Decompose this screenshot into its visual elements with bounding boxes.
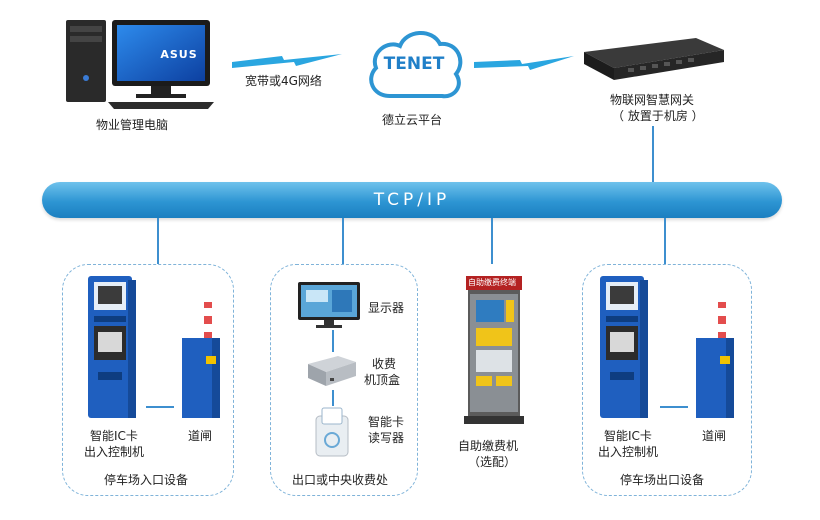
property-management-pc: ASUS <box>66 18 216 110</box>
gateway-device-icon <box>584 38 724 80</box>
pc-brand: ASUS <box>160 48 198 61</box>
card-reader-label-2: 读写器 <box>368 431 405 445</box>
exit-dash-connector <box>660 406 688 408</box>
ic-card-controller-icon <box>88 276 136 418</box>
set-top-box-label-1: 收费 <box>372 357 397 371</box>
computer-icon <box>66 20 214 109</box>
entrance-dash-connector <box>146 406 174 408</box>
card-reader-icon <box>315 407 349 457</box>
exit-controller-label-1: 智能IC卡 <box>604 429 652 443</box>
exit-connector <box>664 218 666 264</box>
cloud-platform-label: 德立云平台 <box>382 113 443 127</box>
set-top-box-icon <box>308 356 356 386</box>
cloud-icon <box>369 31 463 99</box>
kiosk-connector <box>491 218 493 264</box>
tcp-ip-bus: TCP/IP <box>42 182 782 218</box>
entrance-controller-label-1: 智能IC卡 <box>90 429 138 443</box>
monitor-box-connector <box>332 330 334 352</box>
monitor-icon <box>298 282 360 328</box>
self-service-kiosk-icon <box>464 276 524 424</box>
kiosk-sign: 自助缴费终端 <box>468 278 516 287</box>
cloud-logo-text: TENET <box>383 54 445 74</box>
ic-card-controller-icon <box>600 276 648 418</box>
gateway-label-2: （ 放置于机房 ） <box>612 109 704 123</box>
set-top-box-label-2: 机顶盒 <box>364 373 401 387</box>
entrance-connector <box>157 218 159 264</box>
exit-controller-label-2: 出入控制机 <box>598 445 659 459</box>
kiosk-label-2: （选配） <box>468 455 517 469</box>
wireless-link-icon-left <box>232 54 342 68</box>
card-reader-label-1: 智能卡 <box>368 415 405 429</box>
pc-label: 物业管理电脑 <box>96 118 169 132</box>
entrance-group-label: 停车场入口设备 <box>104 473 189 487</box>
gateway-label-1: 物联网智慧网关 <box>610 93 695 107</box>
wireless-link-icon-right <box>474 56 574 70</box>
central-group-label: 出口或中央收费处 <box>292 473 389 487</box>
entrance-controller-label-2: 出入控制机 <box>84 445 145 459</box>
entrance-barrier-label: 道闸 <box>188 429 213 443</box>
kiosk-label-1: 自助缴费机 <box>458 439 519 453</box>
central-payment-group <box>270 264 418 496</box>
exit-group-label: 停车场出口设备 <box>620 473 705 487</box>
barrier-gate-icon <box>696 302 734 418</box>
box-reader-connector <box>332 390 334 406</box>
entrance-equipment-group <box>62 264 234 496</box>
bus-label: TCP/IP <box>373 190 451 210</box>
monitor-label: 显示器 <box>368 301 405 315</box>
exit-barrier-label: 道闸 <box>702 429 727 443</box>
exit-equipment-group <box>582 264 752 496</box>
center-connector <box>342 218 344 264</box>
barrier-gate-icon <box>182 302 220 418</box>
network-label: 宽带或4G网络 <box>245 74 322 88</box>
gateway-connector <box>652 126 654 184</box>
